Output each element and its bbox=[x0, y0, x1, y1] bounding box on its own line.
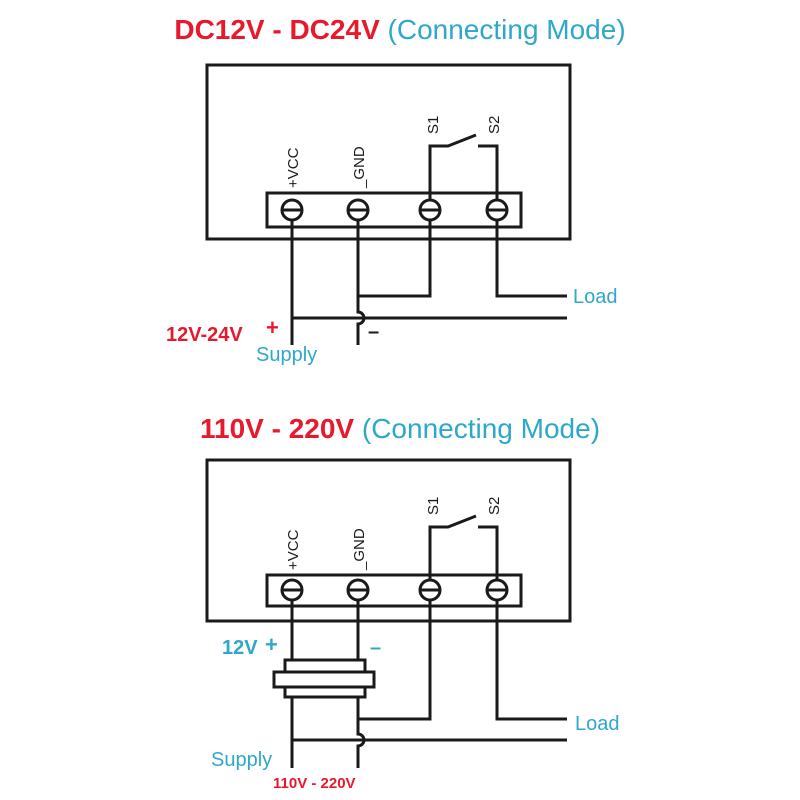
diagram1-label-vcc: +VCC bbox=[285, 147, 302, 188]
diagram1-terminal-gnd-screw bbox=[346, 198, 370, 222]
diagram1-switch-s1-arm bbox=[428, 133, 477, 200]
diagram1-label-minus: – bbox=[368, 321, 379, 343]
diagram2-title-mode: (Connecting Mode) bbox=[361, 413, 601, 444]
diagram1-switch-s2-contact bbox=[478, 144, 499, 200]
diagram1-title-voltage: DC12V - DC24V bbox=[174, 14, 380, 45]
diagram1-label-s1: S1 bbox=[425, 116, 442, 134]
diagram2-label-dc-minus: – bbox=[370, 637, 381, 659]
diagram2-device-box bbox=[205, 458, 572, 623]
diagram1-wire-s1 bbox=[358, 220, 432, 298]
diagram2-label-dc-plus: + bbox=[265, 632, 278, 657]
diagram1-terminal-s2-screw bbox=[485, 198, 509, 222]
diagram2-label-s1: S1 bbox=[425, 497, 442, 515]
diagram2-label-supply: Supply bbox=[211, 749, 272, 771]
diagram2-label-vcc: +VCC bbox=[285, 529, 302, 570]
diagram2-wire-s2-load bbox=[495, 600, 567, 721]
diagram2-wire-s1 bbox=[358, 600, 432, 721]
diagram1-title: DC12V - DC24V (Connecting Mode) bbox=[0, 14, 800, 46]
diagram1-label-s2: S2 bbox=[486, 116, 503, 134]
diagram1-wire-s2-load bbox=[495, 220, 567, 298]
diagram2-switch-s1-arm bbox=[428, 514, 477, 580]
diagram2-adapter-body bbox=[272, 670, 376, 689]
diagram2-terminal-s2-screw bbox=[485, 578, 509, 602]
diagram1-label-gnd: _GND bbox=[351, 146, 368, 189]
diagram2-title: 110V - 220V (Connecting Mode) bbox=[0, 413, 800, 445]
diagram1-label-supply-voltage: 12V-24V bbox=[166, 324, 243, 346]
diagram2-label-dc-voltage: 12V bbox=[222, 637, 258, 659]
diagram2-adapter-top bbox=[283, 658, 367, 674]
diagram1-device-box bbox=[205, 63, 572, 241]
diagram2-adapter-bottom bbox=[283, 685, 367, 699]
diagram1-terminal-s1-screw bbox=[418, 198, 442, 222]
diagram1-terminal-block bbox=[265, 191, 523, 229]
diagram1-label-supply: Supply bbox=[256, 344, 317, 366]
diagram2-terminal-block bbox=[265, 573, 523, 608]
diagram2-terminal-gnd-screw bbox=[346, 578, 370, 602]
diagram2-terminal-s1-screw bbox=[418, 578, 442, 602]
diagram1-terminal-vcc-screw bbox=[280, 198, 304, 222]
diagram2-label-gnd: _GND bbox=[351, 528, 368, 571]
diagram2-label-s2: S2 bbox=[486, 497, 503, 515]
diagram2-title-voltage: 110V - 220V bbox=[199, 413, 355, 444]
diagram1-title-mode: (Connecting Mode) bbox=[387, 14, 626, 45]
diagram1-label-plus: + bbox=[266, 315, 279, 340]
diagram1-label-load: Load bbox=[573, 286, 618, 308]
diagram2-label-supply-voltage: 110V - 220V bbox=[273, 775, 356, 792]
diagram2-switch-s2-contact bbox=[478, 525, 499, 580]
diagram2-terminal-vcc-screw bbox=[280, 578, 304, 602]
diagram2-wire-mains-neutral bbox=[356, 697, 366, 768]
diagram2-label-load: Load bbox=[575, 713, 620, 735]
